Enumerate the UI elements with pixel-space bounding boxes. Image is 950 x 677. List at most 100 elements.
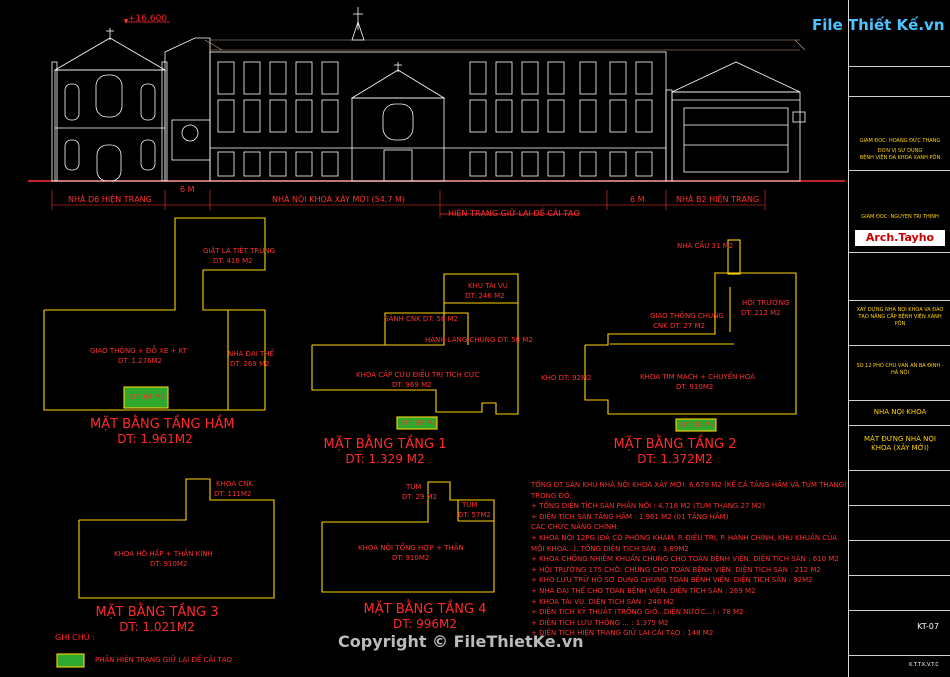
- legend-item: PHẦN HIỆN TRẠNG GIỮ LẠI ĐỂ CẢI TẠO: [95, 656, 233, 664]
- note-line: MỖI KHOA...). TỔNG DIỆN TÍCH SÀN : 3.69M…: [531, 544, 689, 553]
- room-cap-cuu: KHOA CẤP CỨU ĐIỀU TRỊ TÍCH CỰC: [356, 371, 480, 379]
- note-line: + DIỆN TÍCH LƯU THÔNG ... : 1.375 M2: [531, 618, 669, 627]
- window: [579, 61, 597, 95]
- window: [295, 61, 313, 95]
- room-tim-mach-area: DT: 910M2: [676, 383, 714, 391]
- room-giat-la: GIẶT LÀ TIỆT TRÙNG: [203, 247, 276, 255]
- note-line: + NHÀ ĐẠI THỂ CHO TOÀN BỆNH VIỆN. DIỆN T…: [531, 586, 756, 595]
- room-sanh-cnk: SẢNH CNK DT: 56 M2: [384, 315, 459, 323]
- room-khu-tai-vu: KHU TÀI VỤ: [468, 282, 508, 290]
- window: [217, 151, 235, 177]
- kept-area-floor2: DT: 28 M2: [680, 421, 716, 429]
- window: [521, 61, 539, 95]
- note-line: + HỘI TRƯỜNG 175 CHỖ: CHUNG CHO TOÀN BỆN…: [531, 565, 821, 574]
- tb-project: XÂY DỰNG NHÀ NỘI KHOA VÀ ĐÀO TẠO NÂNG CẤ…: [856, 307, 944, 327]
- tb-client: ĐƠN VỊ SỬ DỤNG BỆNH VIỆN ĐA KHOA XANH PÔ…: [859, 148, 941, 161]
- plan-title-floor4: MẶT BẰNG TẦNG 4 DT: 996M2: [360, 602, 490, 632]
- room-khoa-cnk-area: DT: 111M2: [214, 490, 252, 498]
- building-elevation: [28, 7, 845, 218]
- room-nha-cau: NHÀ CẦU 31 M2: [677, 242, 734, 250]
- note-line: + KHOA NỘI 12PG (ĐÃ CÓ PHÒNG KHÁM, P. ĐI…: [531, 533, 838, 542]
- note-hien-trang: HIỆN TRẠNG GIỮ LẠI ĐỂ CẢI TẠO: [448, 209, 580, 218]
- room-nha-dai-the-area: DT: 269 M2: [230, 360, 270, 368]
- label-gap-left: 6 M: [180, 185, 195, 194]
- room-giao-thong-chung: GIAO THÔNG CHUNG: [650, 312, 724, 320]
- room-giao-thong: GIAO THÔNG + ĐỖ XE + KT: [90, 347, 187, 355]
- window: [321, 151, 339, 177]
- note-line: + TỔNG DIỆN TÍCH SÀN PHẦN NỔI : 4.718 M2…: [531, 502, 765, 511]
- window: [547, 99, 565, 133]
- room-khu-tai-vu-area: DT: 246 M2: [465, 292, 505, 300]
- window: [269, 99, 287, 133]
- room-tum-2: TUM: [462, 501, 478, 509]
- window: [295, 99, 313, 133]
- note-line: TỔNG DT SÀN KHU NHÀ NỘI KHOA XÂY MỚI: 6.…: [531, 481, 846, 489]
- plan-area-floor2: DT: 1.372M2: [637, 451, 713, 466]
- plan-area-basement: DT: 1.961M2: [117, 431, 193, 446]
- firm-logo: Arch.Tayho: [855, 230, 945, 246]
- plan-area-floor3: DT: 1.021M2: [119, 619, 195, 634]
- label-gap-right: 6 M: [630, 195, 645, 204]
- room-tum-2-area: DT: 57M2: [458, 511, 491, 519]
- note-line: CÁC CHỨC NĂNG CHÍNH:: [531, 523, 619, 532]
- room-kho: KHO DT: 92M2: [541, 374, 592, 382]
- note-line: + KHOA CHỐNG NHIỄM KHUẨN CHUNG CHO TOÀN …: [531, 555, 839, 564]
- plan-title-basement: MẶT BẰNG TẦNG HẦM DT: 1.961M2: [90, 417, 235, 446]
- window: [469, 99, 487, 133]
- room-ho-hap-area: DT: 910M2: [150, 560, 188, 568]
- window: [321, 99, 339, 133]
- room-giao-thong-area: DT: 1.276M2: [118, 357, 163, 365]
- window: [521, 151, 539, 177]
- legend-title: GHI CHÚ :: [55, 633, 95, 642]
- room-tim-mach: KHOA TIM MẠCH + CHUYỂN HOÁ: [640, 373, 756, 381]
- note-line: + DIỆN TÍCH HIỆN TRẠNG GIỮ LẠI CẢI TẠO :…: [531, 629, 714, 638]
- window: [579, 151, 597, 177]
- tb-sheet-no: KT-07: [917, 622, 939, 631]
- room-tum-1: TUM: [406, 483, 422, 491]
- window: [609, 151, 627, 177]
- tb-director: GIÁM ĐỐC: HOÀNG ĐỨC THẮNG: [859, 138, 941, 144]
- window: [217, 61, 235, 95]
- window: [469, 61, 487, 95]
- window: [243, 99, 261, 133]
- window: [635, 99, 653, 133]
- label-nha-noi-khoa: NHÀ NỘI KHOA XÂY MỚI (54,7 M): [272, 195, 406, 204]
- window: [243, 61, 261, 95]
- room-noi-tong-hop-area: DT: 910M2: [392, 554, 430, 562]
- window: [547, 61, 565, 95]
- plan-title-floor2: MẶT BẰNG TẦNG 2 DT: 1.372M2: [610, 437, 740, 467]
- window: [295, 151, 313, 177]
- note-line: TRONG ĐÓ:: [531, 491, 572, 500]
- plan-title-floor1: MẶT BẰNG TẦNG 1 DT: 1.329 M2: [320, 437, 450, 467]
- window: [609, 61, 627, 95]
- window: [269, 151, 287, 177]
- note-line: + DIỆN TÍCH SÀN TẦNG HẦM : 1.961 M2 (01 …: [531, 512, 729, 521]
- tb-manager: GIÁM ĐỐC: NGUYỄN TRÍ THỊNH: [861, 214, 939, 220]
- window: [579, 99, 597, 133]
- room-hanh-lang: HÀNH LANG CHUNG DT: 58 M2: [425, 336, 533, 344]
- window: [635, 151, 653, 177]
- site-logo[interactable]: File Thiết Kế.vn: [812, 16, 945, 34]
- notes-block: TỔNG DT SÀN KHU NHÀ NỘI KHOA XÂY MỚI: 6.…: [531, 480, 846, 639]
- window: [547, 151, 565, 177]
- window: [217, 99, 235, 133]
- room-tum-1-area: DT: 29 M2: [402, 493, 438, 501]
- plan-area-floor1: DT: 1.329 M2: [345, 451, 425, 466]
- room-giat-la-area: DT: 416 M2: [213, 257, 253, 265]
- room-hoi-truong-area: DT: 212 M2: [741, 309, 781, 317]
- kept-area-floor1: DT: 38 M2: [402, 419, 438, 427]
- label-nha-b2: NHÀ B2 HIỆN TRẠNG: [676, 195, 760, 204]
- window: [469, 151, 487, 177]
- window: [521, 99, 539, 133]
- note-line: + KHO LƯU TRỮ HỒ SƠ DÙNG CHUNG TOÀN BỆNH…: [531, 576, 813, 585]
- window: [243, 151, 261, 177]
- window: [609, 99, 627, 133]
- window: [269, 61, 287, 95]
- tb-drawing: MẶT ĐỨNG NHÀ NỘI KHOA (XÂY MỚI): [864, 435, 936, 452]
- window: [495, 151, 513, 177]
- kept-area-basement: DT: 64 M2: [130, 393, 166, 401]
- note-line: + KHOA TÀI VỤ. DIỆN TÍCH SÀN : 246 M2: [531, 597, 675, 606]
- level-mark: +16.600: [128, 14, 168, 24]
- room-nha-dai-the: NHÀ ĐẠI THỂ: [228, 350, 274, 358]
